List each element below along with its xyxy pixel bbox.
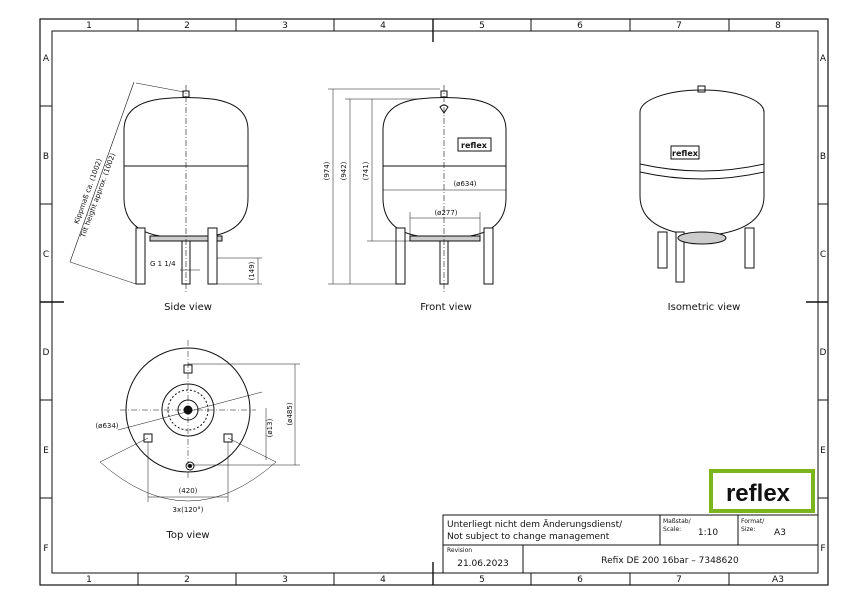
diameter-634-front-label: (ø634) — [453, 180, 476, 188]
drawing-frame — [39, 18, 829, 586]
thread-label: G 1 1/4 — [150, 260, 176, 268]
grid-row-a: A — [43, 54, 50, 64]
grid-col-4: 4 — [380, 21, 386, 31]
diameter-277-label: (ø277) — [434, 209, 457, 217]
reflex-logo: reflex — [709, 469, 815, 513]
grid-row-e: E — [43, 446, 49, 456]
grid-col-6-bottom: 6 — [577, 575, 583, 585]
grid-row-c: C — [43, 250, 49, 260]
grid-col-3: 3 — [282, 21, 288, 31]
grid-col-5-bottom: 5 — [479, 575, 485, 585]
notice-de: Unterliegt nicht dem Änderungsdienst/ — [447, 519, 623, 530]
grid-col-7: 7 — [676, 21, 682, 31]
grid-col-7-bottom: 7 — [676, 575, 682, 585]
grid-row-d: D — [43, 348, 50, 358]
height-149-label: (149) — [248, 261, 256, 280]
isometric-logo-text: reflex — [672, 149, 699, 158]
side-view-drawing — [69, 81, 262, 292]
grid-row-f-right: F — [820, 544, 825, 554]
height-974-label: (974) — [323, 161, 331, 180]
front-view-label: Front view — [420, 302, 472, 313]
angle-120-label: 3x(120°) — [173, 506, 204, 514]
grid-col-4-bottom: 4 — [380, 575, 386, 585]
grid-col-2: 2 — [184, 21, 190, 31]
diameter-13-label: (ø13) — [266, 418, 274, 437]
grid-col-1-bottom: 1 — [86, 575, 92, 585]
diameter-634-top-label: (ø634) — [95, 422, 118, 430]
grid-row-a-right: A — [820, 54, 827, 64]
grid-col-6: 6 — [577, 21, 583, 31]
reflex-logo-text: reflex — [726, 480, 791, 507]
top-view-label: Top view — [165, 530, 209, 541]
side-view-label: Side view — [164, 302, 212, 313]
format-value: A3 — [774, 528, 786, 538]
grid-row-c-right: C — [820, 250, 826, 260]
front-view-drawing — [328, 85, 507, 292]
height-942-label: (942) — [340, 161, 348, 180]
scale-label-de: Maßstab/ — [663, 518, 692, 525]
front-logo-text: reflex — [461, 141, 488, 150]
product-designation: Refix DE 200 16bar – 7348620 — [601, 556, 739, 566]
grid-col-3-bottom: 3 — [282, 575, 288, 585]
revision-label: Revision — [447, 547, 472, 554]
scale-label-en: Scale: — [663, 526, 681, 533]
width-420-label: (420) — [179, 487, 198, 495]
isometric-view-label: Isometric view — [668, 302, 741, 313]
height-741-label: (741) — [362, 161, 370, 180]
diameter-485-label: (ø485) — [286, 402, 294, 425]
isometric-view-drawing — [639, 85, 765, 283]
grid-col-5: 5 — [479, 21, 485, 31]
scale-value: 1:10 — [698, 528, 718, 538]
grid-row-f: F — [43, 544, 48, 554]
grid-col-1: 1 — [86, 21, 92, 31]
title-block — [442, 514, 819, 574]
notice-en: Not subject to change management — [447, 532, 610, 542]
format-label-en: Size: — [741, 526, 755, 533]
revision-date: 21.06.2023 — [457, 559, 509, 569]
grid-row-b-right: B — [820, 152, 826, 162]
grid-row-e-right: E — [820, 446, 826, 456]
grid-col-8: 8 — [775, 21, 781, 31]
grid-row-b: B — [43, 152, 49, 162]
top-view-drawing — [99, 340, 300, 502]
grid-col-2-bottom: 2 — [184, 575, 190, 585]
grid-row-d-right: D — [820, 348, 827, 358]
format-label-de: Format/ — [741, 518, 765, 525]
grid-format-bottom: A3 — [772, 575, 784, 585]
